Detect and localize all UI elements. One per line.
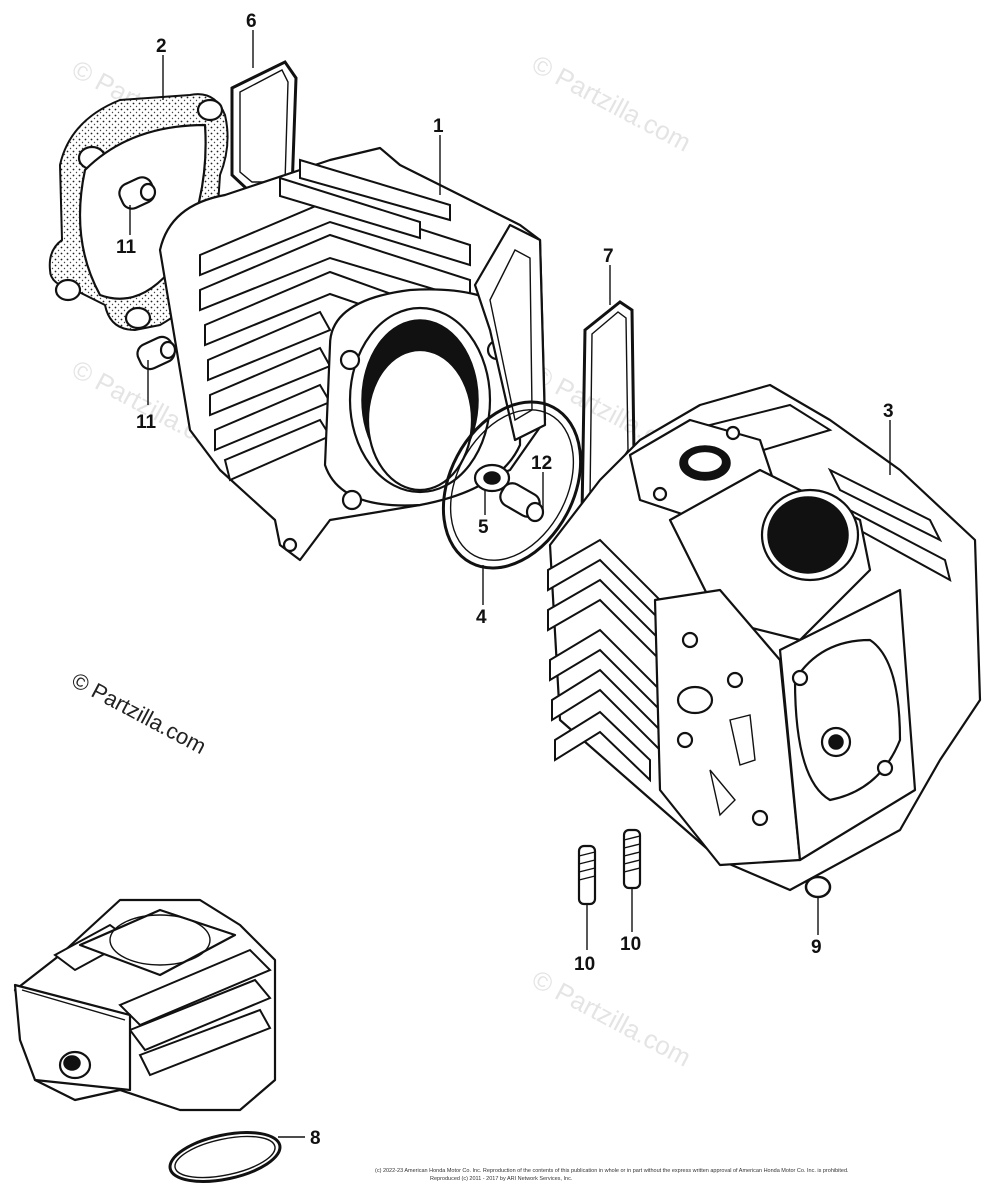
- part-12-dowel: [499, 482, 545, 523]
- leader-lines: [129, 30, 891, 1138]
- callout-10-right: 10: [620, 934, 641, 955]
- watermark-2: © Partzilla.com: [527, 49, 696, 158]
- callout-7: 7: [603, 246, 614, 267]
- callout-4: 4: [476, 607, 487, 628]
- callout-2: 2: [156, 36, 167, 57]
- callout-1: 1: [433, 116, 444, 137]
- callout-8: 8: [310, 1128, 321, 1149]
- callouts: 1 2 3 4 5 6 7 8 9 10 10 11 11 12: [116, 11, 894, 1149]
- callout-12: 12: [531, 453, 552, 474]
- callout-6: 6: [246, 11, 257, 32]
- part-11-dowel-pins: [118, 176, 177, 371]
- part-8-alt-cylinder: [13, 898, 282, 1183]
- callout-3: 3: [883, 401, 894, 422]
- callout-5: 5: [478, 517, 489, 538]
- part-5-seal: [473, 463, 511, 493]
- callout-10-left: 10: [574, 954, 595, 975]
- callout-11-bottom: 11: [136, 412, 157, 433]
- footer-reproduced: Reproduced (c) 2011 - 2017 by ARI Networ…: [430, 1176, 573, 1182]
- head-fins: [547, 403, 952, 783]
- watermark-main: © Partzilla.com: [68, 667, 211, 759]
- callout-11-top: 11: [116, 237, 137, 258]
- part-9-o-ring: [804, 875, 832, 899]
- footer-copyright: (c) 2022-23 American Honda Motor Co. Inc…: [375, 1168, 849, 1174]
- part-6-gasket: [230, 60, 298, 192]
- part-4-gasket-ring: [441, 400, 583, 570]
- part-3-cylinder-head: [547, 383, 982, 892]
- watermark-5: © Partzilla.com: [527, 964, 696, 1073]
- part-10-studs: [577, 828, 642, 906]
- callout-9: 9: [811, 937, 822, 958]
- part-1-cylinder: [158, 146, 547, 562]
